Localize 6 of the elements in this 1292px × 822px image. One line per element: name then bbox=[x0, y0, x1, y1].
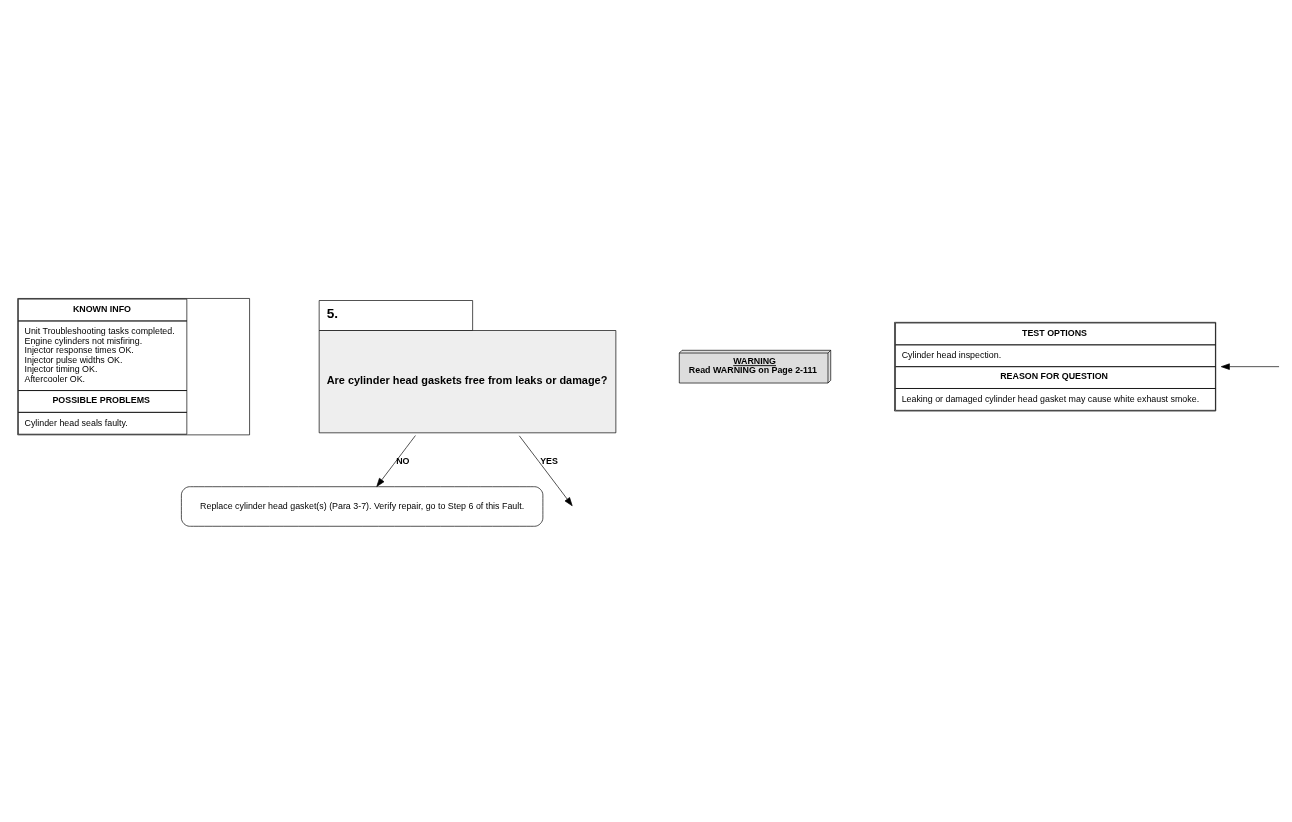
arrow bbox=[518, 435, 573, 507]
edge-label: YES bbox=[540, 455, 558, 466]
arrow bbox=[1220, 363, 1280, 370]
arrow bbox=[376, 435, 416, 487]
node-box: Replace cylinder head gasket(s) (Para 3-7). Verify repair, go to Step 6 of this Fault. bbox=[181, 486, 544, 527]
edge-label: NO bbox=[396, 455, 410, 466]
